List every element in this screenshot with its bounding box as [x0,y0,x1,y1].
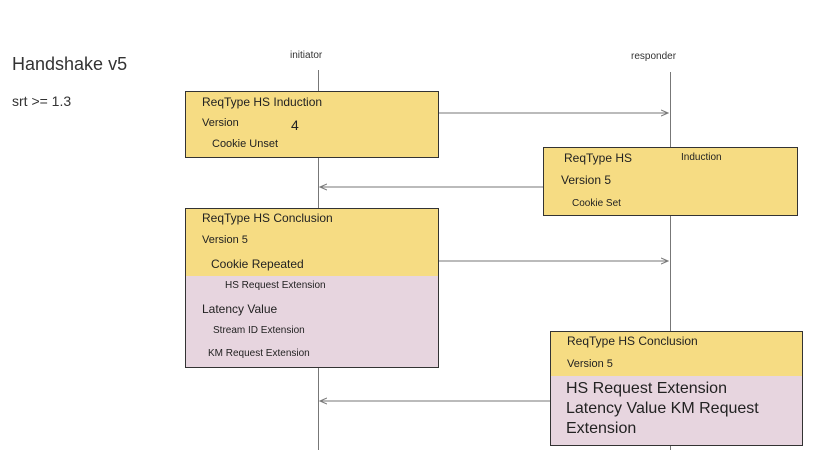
box3-cookie: Cookie Repeated [211,257,304,271]
box2-cookie: Cookie Set [572,198,621,209]
box1-reqtype: ReqType HS Induction [202,95,323,109]
box4-latency-km-request: Latency Value KM Request [566,400,759,417]
conclusion-request-box: ReqType HS Conclusion Version 5 Cookie R… [185,208,439,368]
conclusion-response-box: ReqType HS Conclusion Version 5 HS Reque… [550,331,803,446]
initiator-label: initiator [290,50,323,61]
induction-request-box: ReqType HS Induction Version 4 Cookie Un… [185,91,439,158]
box2-reqtype: ReqType HS [564,151,633,165]
box3-version: Version 5 [202,234,248,246]
box1-cookie: Cookie Unset [212,138,279,150]
box2-version: Version 5 [561,173,612,187]
box1-version-label: Version [202,117,239,129]
box4-version: Version 5 [567,358,613,370]
box3-reqtype: ReqType HS Conclusion [202,211,333,225]
box3-hs-request-extension: HS Request Extension [225,280,326,291]
box4-reqtype: ReqType HS Conclusion [567,334,698,348]
box3-stream-id-extension: Stream ID Extension [213,325,305,336]
box4-hs-request-extension: HS Request Extension [566,380,727,397]
box3-km-request-extension: KM Request Extension [208,348,310,359]
responder-label: responder [631,51,677,62]
diagram-title: Handshake v5 [12,54,128,74]
induction-response-box: ReqType HS Induction Version 5 Cookie Se… [543,147,798,216]
responder-lifeline [670,72,671,450]
box3-latency-value: Latency Value [202,302,278,316]
box4-extension: Extension [566,420,637,437]
box2-reqtype-suffix: Induction [681,152,722,163]
diagram-subtitle: srt >= 1.3 [12,93,72,109]
box1-version-value: 4 [291,117,299,133]
